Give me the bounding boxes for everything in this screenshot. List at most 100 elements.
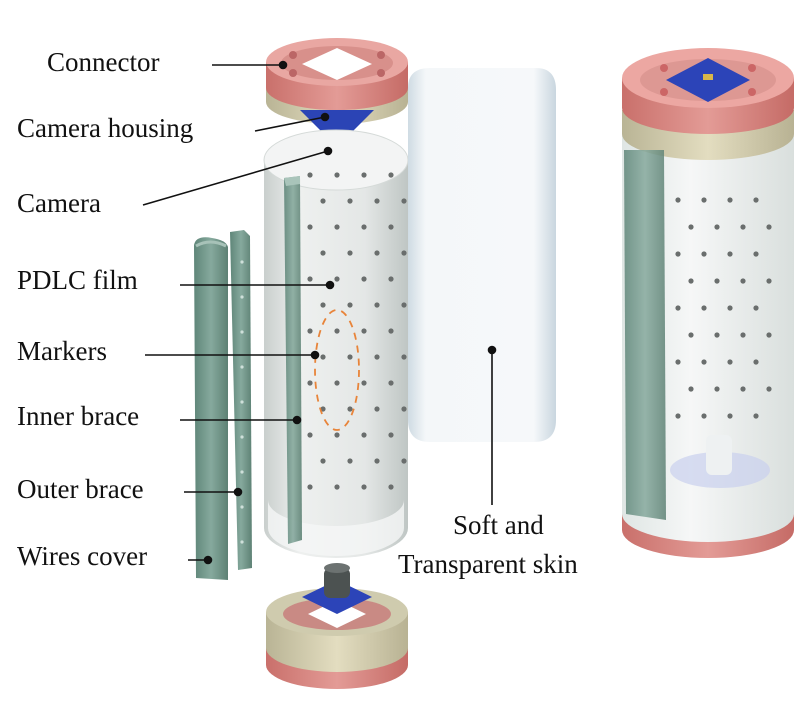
marker-dot [701,359,707,365]
label-pdlc-film: PDLC film [17,265,138,295]
marker-dot [688,386,694,392]
marker-dot [307,224,313,230]
marker-dot [675,251,681,257]
marker-dot [320,406,326,412]
marker-dot [307,172,313,178]
marker-dot [334,484,340,490]
marker-dot [401,302,407,308]
label-connector: Connector [47,47,160,77]
marker-dot [361,484,367,490]
marker-dot [766,224,772,230]
marker-dot [374,458,380,464]
marker-dot [347,250,353,256]
marker-dot [307,484,313,490]
marker-dot [347,302,353,308]
assembled-marker-dots [675,197,772,419]
marker-dot [361,172,367,178]
marker-dot [374,406,380,412]
marker-dot [388,380,394,386]
marker-dot [388,328,394,334]
marker-dot [675,197,681,203]
marker-dot [753,197,759,203]
label-outer-brace: Outer brace [17,474,144,504]
marker-dot [307,276,313,282]
marker-dot [374,354,380,360]
marker-dot [401,198,407,204]
marker-dot [320,458,326,464]
marker-dot [714,278,720,284]
marker-region-outline [314,309,360,431]
marker-dot [753,359,759,365]
marker-dot [374,302,380,308]
marker-dot [753,305,759,311]
marker-dot [740,224,746,230]
marker-dot [688,332,694,338]
marker-dot [361,380,367,386]
marker-dot [361,432,367,438]
marker-dot [714,386,720,392]
leader-lines [142,60,497,565]
marker-dot [688,224,694,230]
marker-dot [334,172,340,178]
marker-dot [401,354,407,360]
label-inner-brace: Inner brace [17,401,140,431]
marker-dot [753,413,759,419]
marker-dot [714,332,720,338]
marker-dot [361,224,367,230]
marker-dot [727,251,733,257]
marker-dot [320,250,326,256]
marker-dot [401,406,407,412]
marker-dot [347,406,353,412]
marker-dot [401,458,407,464]
marker-dot [401,250,407,256]
marker-dot [334,432,340,438]
marker-dot [388,224,394,230]
marker-dot [347,354,353,360]
marker-dot [320,302,326,308]
marker-dot [675,413,681,419]
label-markers: Markers [17,336,107,366]
leader-camera [142,150,329,206]
marker-dot [388,276,394,282]
marker-dot [334,224,340,230]
marker-dots [307,172,407,490]
label-skin-line2: Transparent skin [398,549,578,579]
marker-dot [740,332,746,338]
marker-dot [727,305,733,311]
marker-dot [714,224,720,230]
marker-dot [334,276,340,282]
soft-transparent-skin-part [408,68,556,442]
marker-dot [361,276,367,282]
marker-dot [727,359,733,365]
marker-dot [675,305,681,311]
marker-dot [701,413,707,419]
marker-dot [347,198,353,204]
marker-dot [675,359,681,365]
marker-dot [307,380,313,386]
marker-dot [688,278,694,284]
marker-dot [727,413,733,419]
marker-dot [740,278,746,284]
marker-dot [701,251,707,257]
outer-brace-part [230,230,252,570]
marker-dot [701,197,707,203]
bottom-connector-part [266,563,408,689]
marker-dot [307,432,313,438]
marker-dot [388,172,394,178]
marker-dot [740,386,746,392]
marker-dot [727,197,733,203]
leader-camera-housing [254,116,326,132]
marker-dot [361,328,367,334]
marker-dot [307,328,313,334]
label-camera: Camera [17,188,101,218]
label-skin-line1: Soft and [453,510,544,540]
assembled-device [622,48,794,558]
label-wires-cover: Wires cover [17,541,148,571]
marker-dot [374,250,380,256]
marker-dot [766,278,772,284]
label-camera-housing: Camera housing [17,113,194,143]
marker-dot [320,198,326,204]
marker-dot [766,386,772,392]
marker-dot [701,305,707,311]
